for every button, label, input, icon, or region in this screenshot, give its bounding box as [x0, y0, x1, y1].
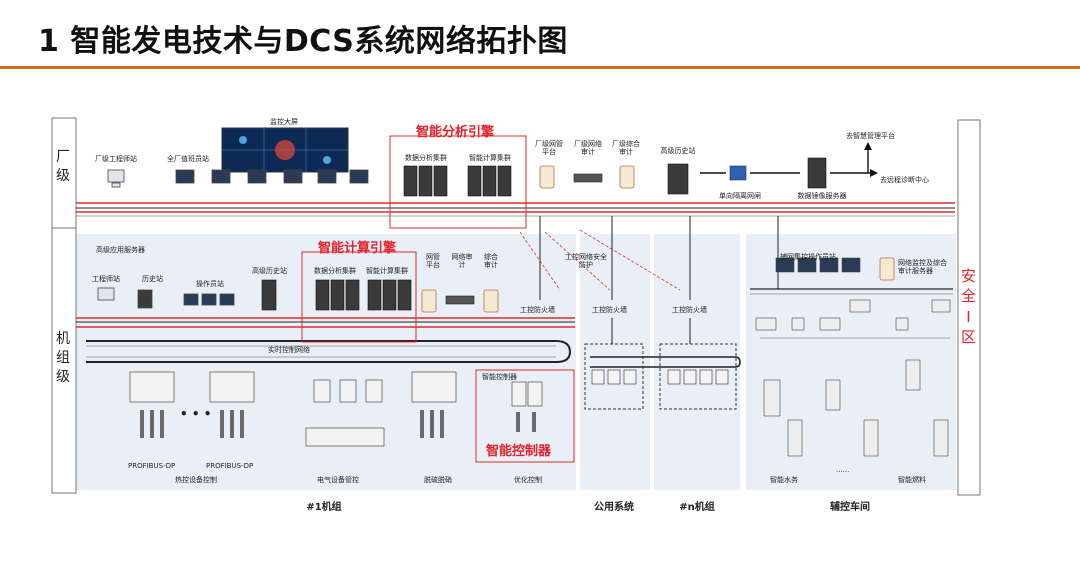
realtime-network-label: 实时控制网络 [268, 346, 310, 354]
to-smart-mgmt-label: 去智慧管理平台 [846, 132, 895, 140]
profibus-label-1: PROFIBUS-DP [128, 462, 176, 470]
unit-integrated-audit-label: 综合审计 [484, 253, 498, 270]
unit-firewall-label: 工控防火墙 [520, 306, 555, 314]
bottom-aux-label: 辅控车间 [830, 502, 870, 513]
page-title: 1 智能发电技术与DCS系统网络拓扑图 [38, 24, 568, 59]
sub-desulf-label: 脱硫脱硝 [424, 476, 452, 484]
plant-net-platform-label: 厂级网管平台 [535, 140, 563, 157]
realtime-network-ring [86, 340, 572, 363]
plant-server-clusters [261, 157, 827, 311]
smart-water-label: 智能水务 [770, 476, 798, 484]
compute-engine-label: 智能计算引擎 [318, 241, 397, 256]
aux-ops-station-label: 辅网集控操作员站 [780, 253, 836, 261]
level-column-frame [51, 117, 77, 494]
mirror-server-label: 数据镜像服务器 [797, 192, 847, 200]
smart-controller-label: 智能控制器 [482, 373, 517, 381]
plant-compute-cluster-label: 智能计算集群 [469, 154, 511, 162]
title-underline [0, 66, 1080, 69]
isolation-gateway-label: 单向隔离网闸 [719, 192, 761, 200]
ellipsis-label: • • • [180, 407, 212, 421]
sub-thermal-label: 热控设备控制 [175, 476, 217, 484]
bottom-unit1-label: #1机组 [306, 502, 342, 513]
sub-electrical-label: 电气设备管控 [317, 476, 359, 484]
unit-level-label: 机 组 级 [56, 331, 70, 385]
unit-net-audit-label: 网络审计 [451, 253, 473, 270]
to-remote-diag-label: 去远程诊断中心 [880, 176, 929, 184]
plant-net-audit-label: 厂级网络审计 [574, 140, 602, 157]
analysis-engine-label: 智能分析引擎 [416, 125, 495, 140]
monitor-wall-label: 监控大屏 [270, 118, 298, 126]
aux-dots-label: ...... [836, 466, 850, 474]
unit-compute-cluster-label: 智能计算集群 [366, 267, 408, 275]
unitn-firewall-label: 工控防火墙 [672, 306, 707, 314]
adv-app-server-label: 高级应用服务器 [96, 246, 145, 254]
unit-eng-station-label: 工程师站 [92, 275, 120, 283]
controller-frame [475, 369, 575, 463]
plant-level-label: 厂 级 [56, 149, 70, 184]
plant-duty-station-label: 全厂值班员站 [167, 155, 209, 163]
common-zone-bg [580, 234, 650, 490]
bottom-common-label: 公用系统 [594, 502, 634, 513]
common-firewall-label: 工控防火墙 [592, 306, 627, 314]
unit-history-station-label: 历史站 [142, 275, 163, 283]
plant-workstations [107, 169, 369, 188]
bottom-unitn-label: #n机组 [679, 502, 715, 513]
plant-eng-station-label: 厂级工程师站 [95, 155, 137, 163]
plant-data-cluster-label: 数据分析集群 [405, 154, 447, 162]
controller-label: 智能控制器 [486, 444, 552, 459]
sub-optimize-label: 优化控制 [514, 476, 542, 484]
ics-security-label: 工控网络安全防护 [565, 253, 607, 270]
plant-integrated-audit-label: 厂级综合审计 [612, 140, 640, 157]
smart-fuel-label: 智能燃料 [898, 476, 926, 484]
aux-zone-bg [746, 234, 956, 490]
profibus-label-2: PROFIBUS-DP [206, 462, 254, 470]
unit-operator-station-label: 操作员站 [196, 280, 224, 288]
analysis-engine-frame [389, 135, 527, 229]
safety-zone-label: 安 全 I 区 [961, 267, 977, 346]
unit-net-platform-label: 网管平台 [426, 253, 440, 270]
compute-engine-frame [301, 251, 417, 343]
unitn-zone-bg [654, 234, 740, 490]
aux-monitor-server-label: 网络监控及综合审计服务器 [898, 259, 947, 276]
unit-data-cluster-label: 数据分析集群 [314, 267, 356, 275]
safety-column-frame [957, 119, 981, 496]
plant-history-station-label: 高级历史站 [660, 147, 696, 155]
unit-adv-history-label: 高级历史站 [252, 267, 287, 275]
